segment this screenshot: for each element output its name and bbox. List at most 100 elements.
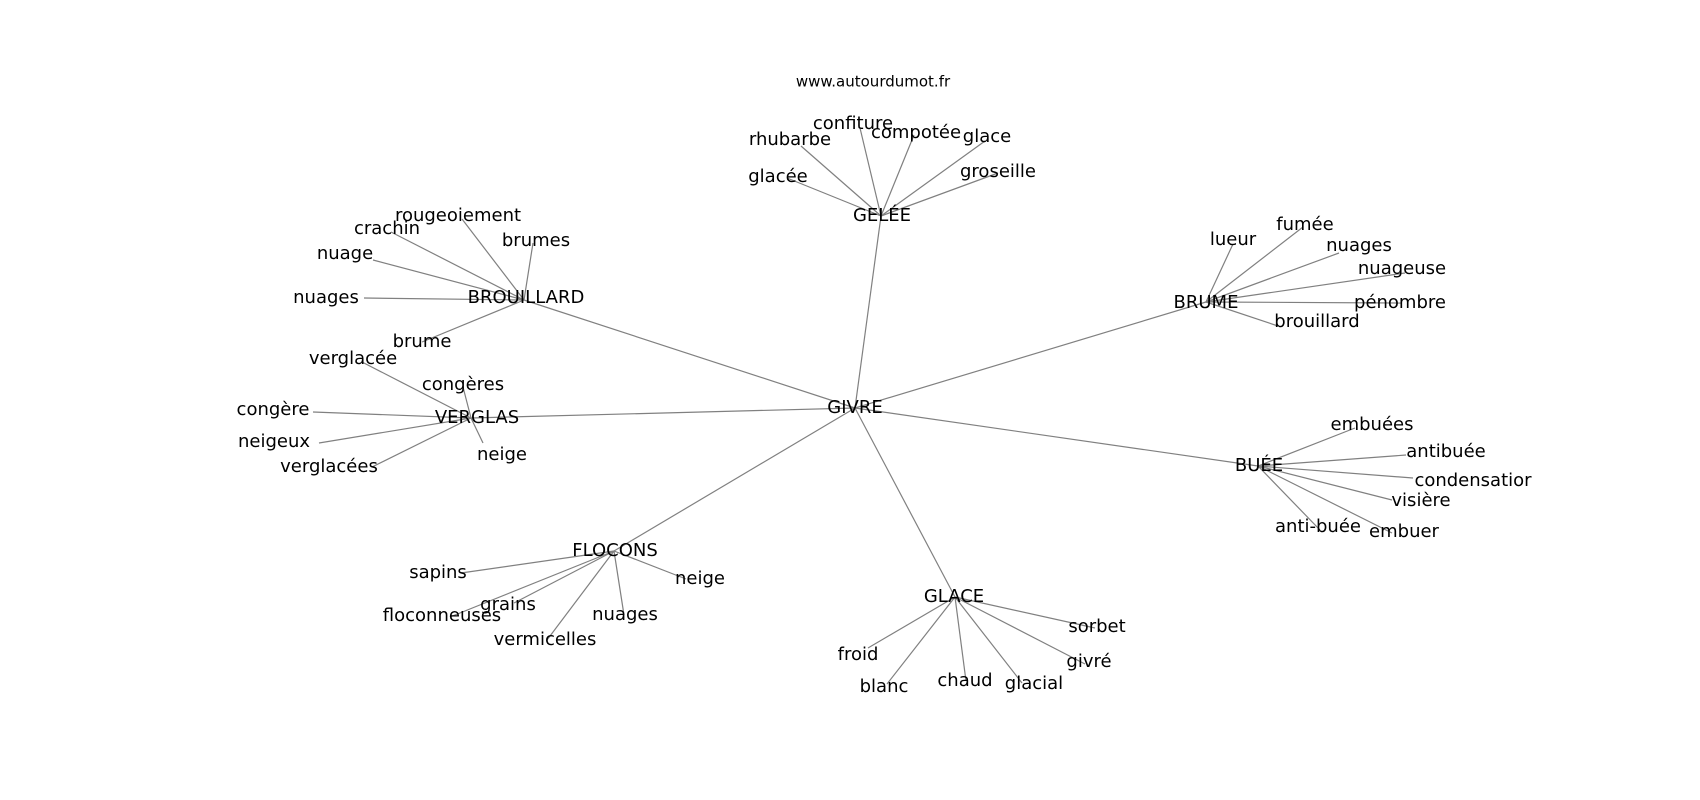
site-url-label: www.autourdumot.fr: [796, 73, 951, 91]
edge-brouillard-leaf: [523, 242, 534, 301]
edge-buee-leaf: [1257, 465, 1414, 479]
edge-gelee-leaf: [880, 172, 999, 217]
leaf-node-label: grains: [480, 594, 536, 615]
leaf-node-label: neige: [477, 444, 527, 465]
leaf-node-label: condensatior: [1414, 470, 1532, 491]
leaf-node-label: congères: [422, 374, 504, 395]
edges-layer: [312, 127, 1414, 685]
edge-glace-leaf: [954, 596, 1023, 684]
hub-node-label-flocons: FLOCONS: [572, 540, 658, 561]
edge-brume-leaf: [1205, 301, 1403, 304]
leaf-node-label: verglacées: [280, 456, 378, 477]
leaf-node-label: rougeoiement: [395, 205, 521, 226]
leaf-node-label: brumes: [502, 230, 570, 251]
edge-brouillard-leaf: [390, 231, 525, 301]
leaf-node-label: brume: [393, 331, 452, 352]
edge-verglas-leaf: [312, 411, 472, 419]
edge-glace-leaf: [954, 596, 967, 682]
hub-node-label-brouillard: BROUILLARD: [468, 287, 585, 308]
edge-verglas-leaf: [361, 361, 472, 419]
leaf-node-label: neige: [675, 568, 725, 589]
leaf-node-label: crachin: [354, 218, 420, 239]
edge-brouillard-leaf: [421, 299, 525, 343]
hub-node-label-gelee: GELÉE: [853, 204, 911, 226]
edge-verglas-leaf: [371, 417, 472, 468]
leaf-node-label: sorbet: [1068, 616, 1125, 637]
leaf-node-label: visière: [1391, 490, 1450, 511]
edge-gelee-leaf: [880, 134, 915, 217]
edge-buee-leaf: [1257, 454, 1407, 467]
leaf-node-label: congère: [237, 399, 310, 420]
edge-brouillard-leaf: [363, 297, 525, 301]
edge-buee-leaf: [1257, 427, 1356, 467]
edge-gelee-leaf: [880, 140, 986, 217]
leaf-node-label: groseille: [960, 161, 1036, 182]
leaf-node-label: brouillard: [1274, 311, 1359, 332]
edge-flocons-leaf: [613, 550, 625, 616]
leaf-node-label: embuer: [1369, 521, 1440, 542]
edge-brouillard-leaf: [372, 259, 525, 301]
leaf-node-label: nuage: [317, 243, 373, 264]
edge-flocons-leaf: [546, 550, 615, 641]
hub-node-label-glace: GLACE: [924, 586, 984, 607]
edge-glace-leaf: [886, 596, 956, 685]
edge-center-to-buee: [854, 407, 1259, 467]
leaf-node-label: confiture: [813, 113, 893, 134]
edge-glace-leaf: [867, 596, 956, 649]
leaf-node-label: pénombre: [1354, 292, 1446, 313]
leaf-node-label: froid: [838, 644, 879, 665]
leaf-node-label: sapins: [409, 562, 467, 583]
center-node-label: GIVRE: [827, 397, 882, 418]
edge-flocons-leaf: [513, 550, 615, 604]
leaf-node-label: nuages: [293, 287, 359, 308]
leaf-node-label: givré: [1066, 651, 1111, 672]
edge-buee-leaf: [1257, 465, 1393, 534]
leaf-node-label: floconneuses: [383, 605, 501, 626]
edge-center-to-gelee: [854, 215, 882, 409]
leaf-node-label: vermicelles: [494, 629, 597, 650]
edge-brouillard-leaf: [461, 218, 525, 301]
edge-glace-leaf: [954, 596, 1086, 665]
edge-brume-leaf: [1205, 301, 1279, 327]
leaf-node-label: rhubarbe: [749, 129, 831, 150]
leaf-node-label: blanc: [860, 676, 909, 697]
edge-center-to-verglas: [470, 407, 856, 419]
leaf-node-label: compotée: [871, 122, 961, 143]
hub-node-label-brume: BRUME: [1174, 292, 1239, 313]
leaf-node-label: nuages: [1326, 235, 1392, 256]
leaf-node-label: anti-buée: [1275, 516, 1361, 537]
leaf-node-label: verglacée: [309, 348, 397, 369]
edge-brume-leaf: [1205, 272, 1406, 303]
edge-center-to-brouillard: [523, 299, 856, 409]
edge-flocons-leaf: [449, 550, 615, 618]
leaf-node-label: neigeux: [238, 431, 310, 452]
edge-glace-leaf: [954, 596, 1096, 629]
edge-verglas-leaf: [470, 417, 484, 444]
leaf-node-label: glacial: [1005, 673, 1063, 694]
leaf-node-label: embuées: [1331, 414, 1414, 435]
edge-buee-leaf: [1257, 465, 1321, 531]
leaf-node-label: glace: [963, 126, 1011, 147]
edge-gelee-leaf: [800, 145, 882, 217]
leaf-node-label: chaud: [937, 670, 992, 691]
hub-node-label-buee: BUÉE: [1235, 454, 1283, 476]
edge-verglas-leaf: [318, 417, 472, 444]
edge-flocons-leaf: [460, 550, 615, 574]
edge-gelee-leaf: [786, 177, 882, 217]
edge-brume-leaf: [1205, 252, 1340, 303]
leaf-node-label: nuages: [592, 604, 658, 625]
edge-center-to-flocons: [613, 407, 856, 552]
hub-node-label-verglas: VERGLAS: [435, 407, 519, 428]
leaf-node-label: nuageuse: [1358, 258, 1446, 279]
leaf-node-label: antibuée: [1406, 441, 1485, 462]
edge-gelee-leaf: [859, 127, 882, 217]
edge-brume-leaf: [1205, 243, 1234, 303]
edge-verglas-leaf: [462, 386, 472, 419]
edge-buee-leaf: [1257, 465, 1393, 501]
leaf-node-label: fumée: [1276, 214, 1333, 235]
edge-center-to-glace: [854, 407, 956, 598]
edge-flocons-leaf: [613, 550, 687, 580]
leaf-node-label: glacée: [748, 166, 808, 187]
